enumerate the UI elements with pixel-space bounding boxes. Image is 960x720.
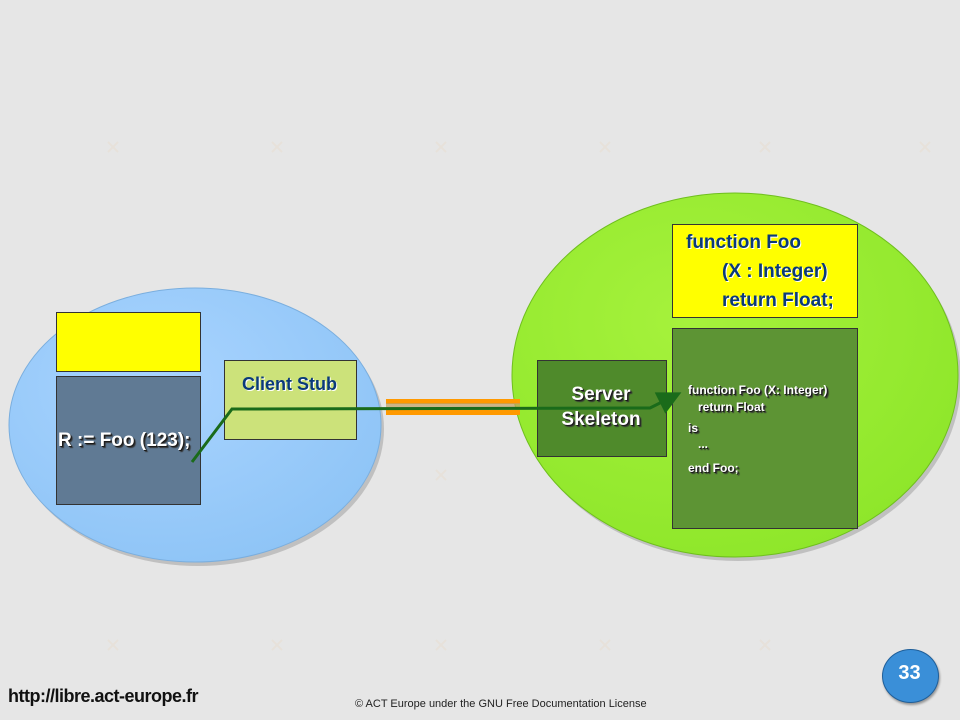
function-body-line2: return Float (698, 400, 765, 414)
function-body-line1: function Foo (X: Integer) (688, 383, 828, 397)
network-link-bar (386, 399, 520, 415)
client-call-text: R := Foo (123); (58, 430, 191, 451)
function-spec-box (672, 224, 858, 318)
function-spec-line2: (X : Integer) (722, 261, 828, 282)
function-body-box (672, 328, 858, 529)
footer-license-text: © ACT Europe under the GNU Free Document… (355, 698, 647, 710)
function-spec-line1: function Foo (686, 232, 802, 253)
function-body-line3: is (688, 421, 699, 435)
footer-url-link[interactable]: http://libre.act-europe.fr (8, 686, 199, 706)
page-number-badge (882, 649, 939, 703)
function-spec-line3: return Float; (722, 290, 834, 311)
server-skeleton-label-line1: Server (571, 384, 631, 405)
page-number: 33 (898, 662, 921, 684)
background-watermark-pattern (107, 141, 931, 651)
client-stub-label: Client Stub (242, 374, 337, 394)
function-body-line5: end Foo; (688, 461, 739, 475)
function-body-line4: ... (698, 437, 709, 451)
server-skeleton-label-line2: Skeleton (561, 409, 641, 430)
client-stub-box (224, 360, 357, 440)
server-skeleton-label: Server Skeleton (537, 382, 665, 432)
client-spec-box (56, 312, 201, 372)
